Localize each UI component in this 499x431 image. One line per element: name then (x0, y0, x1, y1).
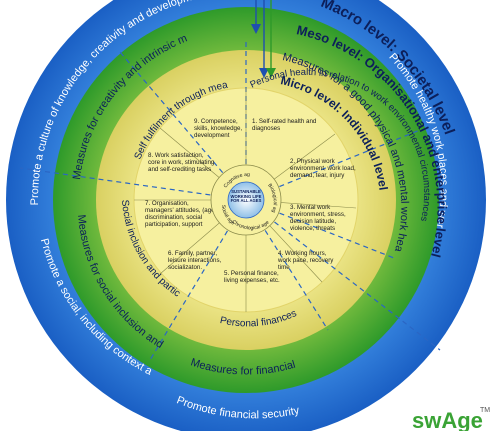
level-arrows (251, 0, 276, 78)
factor-3: 3. Mental work environment, stress, deci… (290, 204, 346, 233)
factor-5: 5. Personal finance, living expenses, et… (224, 270, 280, 285)
swage-logo-text: swAge (412, 408, 483, 431)
factor-2: 2. Physical work environment, work load,… (290, 158, 356, 180)
factor-9: 9. Competence, skills, knowledge, develo… (194, 118, 243, 140)
factor-7: 7. Organisation, managers' attitudes, (a… (145, 200, 217, 229)
factor-1: 1. Self-rated health and diagnoses (252, 118, 317, 133)
swage-logo-mark: TM (480, 407, 490, 414)
factor-8: 8. Work satisfaction, core in work, stim… (148, 152, 215, 174)
factors: 1. Self-rated health and diagnoses 2. Ph… (145, 118, 356, 285)
center-circle (227, 181, 265, 219)
factor-6: 6. Family, partner, leisure interactions… (168, 250, 222, 272)
factor-4: 4. Working hours, work pace, recovery ti… (278, 250, 334, 272)
center-label: SUSTAINABLE WORKING LIFE FOR ALL AGES (230, 190, 262, 204)
swage-logo: swAge TM (412, 407, 490, 431)
